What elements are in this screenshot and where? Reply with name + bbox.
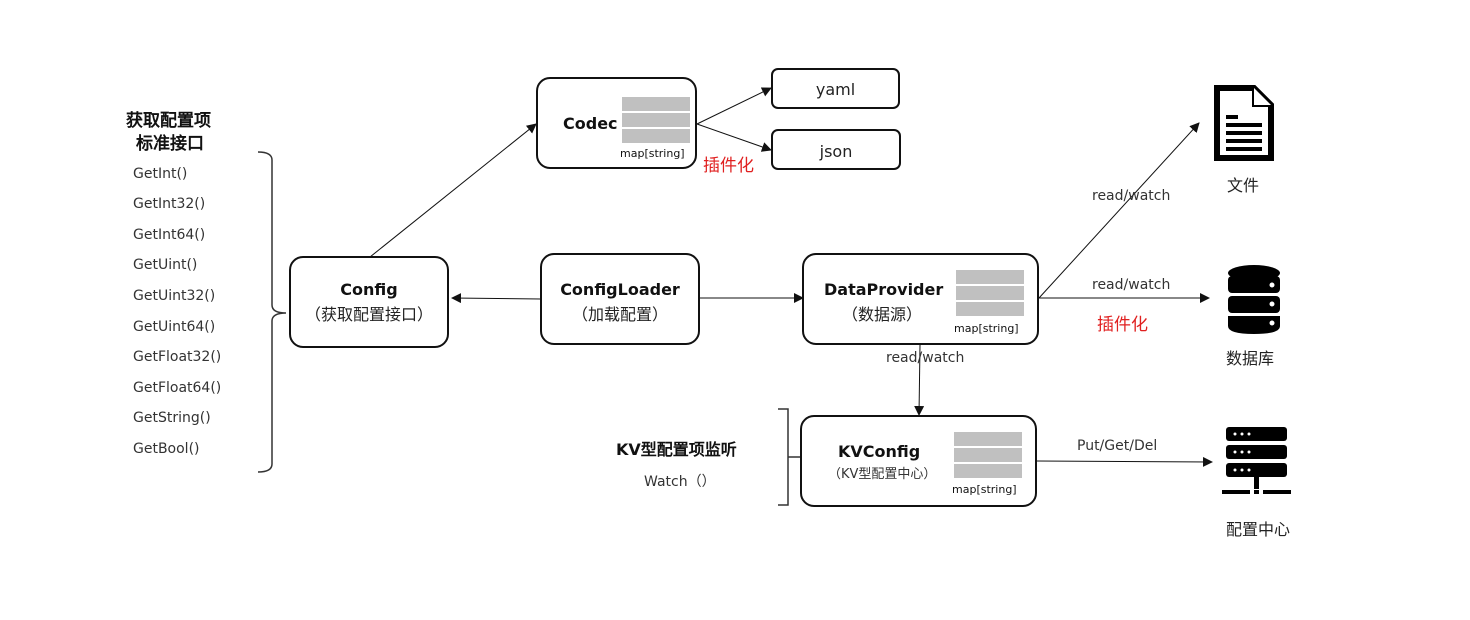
database-icon [1228,265,1280,334]
edge-kv-center [1036,456,1213,467]
edge-label-db: read/watch [1092,277,1171,293]
edge-loader-config [451,293,542,304]
edge-provider-file [1038,122,1200,299]
config-loader-subtitle: （加载配置） [571,305,668,324]
methods-heading-line2: 标准接口 [136,134,204,154]
codec-map-stack [622,97,690,145]
methods-heading-line1: 获取配置项 [126,111,211,131]
codec-title: Codec [563,114,618,133]
method-item: GetBool() [133,441,200,457]
file-icon [1214,85,1274,161]
database-label: 数据库 [1226,349,1275,368]
edge-codec-json [696,123,772,152]
yaml-label: yaml [815,80,856,99]
json-node[interactable]: json [771,129,901,170]
db-plugin-label: 插件化 [1097,315,1148,335]
config-center-label: 配置中心 [1226,520,1291,539]
kv-config-title: KVConfig [838,442,921,461]
kv-config-map-label: map[string] [952,483,1017,496]
codec-plugin-label: 插件化 [703,156,754,176]
config-loader-node[interactable]: ConfigLoader （加载配置） [540,253,700,345]
edge-label-file: read/watch [1092,188,1171,204]
codec-map-label: map[string] [620,147,685,160]
method-item: GetFloat32() [133,349,222,365]
yaml-node[interactable]: yaml [771,68,900,109]
edge-provider-kv [914,344,925,416]
codec-node[interactable]: Codec map[string] [536,77,697,169]
method-item: GetUint() [133,257,198,273]
kv-config-map-stack [954,432,1022,480]
method-item: GetUint64() [133,319,216,335]
data-provider-map-stack [956,270,1024,318]
methods-bracket [257,151,287,473]
method-item: GetString() [133,410,211,426]
file-label: 文件 [1227,176,1260,195]
edge-config-codec [369,123,537,258]
edge-codec-yaml [696,87,772,125]
kv-bracket [778,408,800,506]
kv-watch-method: Watch（） [644,474,716,490]
config-loader-title: ConfigLoader [560,280,680,299]
server-icon [1222,427,1291,494]
data-provider-node[interactable]: DataProvider （数据源） map[string] [802,253,1039,345]
method-item: GetInt64() [133,227,206,243]
config-title: Config [340,280,398,299]
config-node[interactable]: Config （获取配置接口） [289,256,449,348]
method-item: GetFloat64() [133,380,222,396]
kv-config-subtitle: （KV型配置中心） [828,467,937,482]
kv-config-node[interactable]: KVConfig （KV型配置中心） map[string] [800,415,1037,507]
data-provider-map-label: map[string] [954,322,1019,335]
kv-heading: KV型配置项监听 [616,440,737,459]
method-item: GetInt() [133,166,188,182]
json-label: json [819,142,853,161]
data-provider-subtitle: （数据源） [842,305,923,324]
method-item: GetUint32() [133,288,216,304]
method-item: GetInt32() [133,196,206,212]
edge-label-kv: read/watch [886,350,965,366]
data-provider-title: DataProvider [824,280,944,299]
edge-label-center: Put/Get/Del [1077,438,1158,454]
config-subtitle: （获取配置接口） [304,305,433,324]
